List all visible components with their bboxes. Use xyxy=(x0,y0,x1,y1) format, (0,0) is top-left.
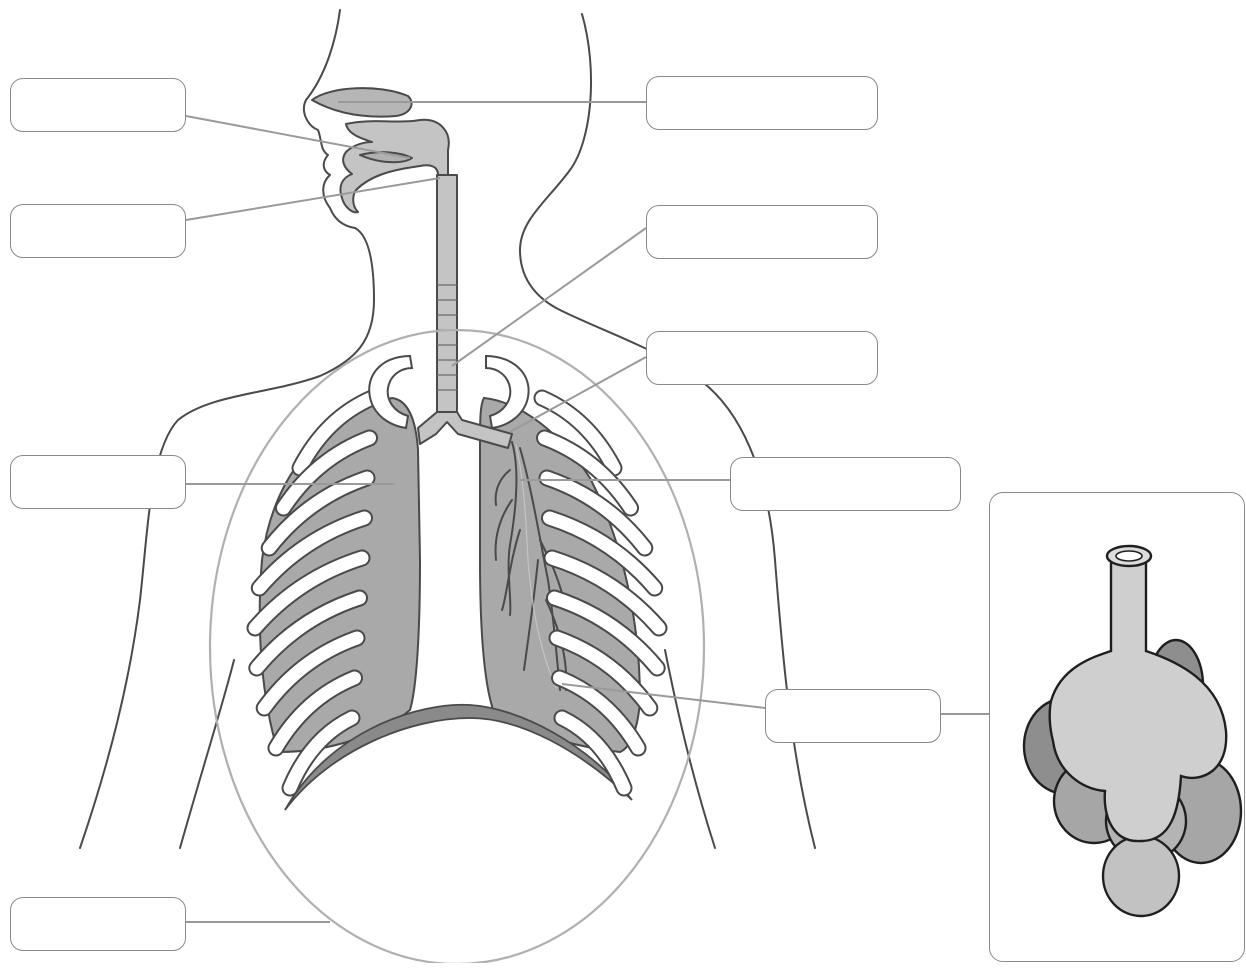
label-box-nasal-cavity[interactable] xyxy=(10,78,186,132)
alveolar-sacs xyxy=(1024,561,1241,916)
label-box-trachea[interactable] xyxy=(646,205,878,259)
leader-line-pharynx xyxy=(186,178,440,220)
alveolar-duct xyxy=(1107,546,1151,566)
label-box-lung[interactable] xyxy=(10,455,186,509)
label-box-bronchus[interactable] xyxy=(646,331,878,385)
alveoli-inset xyxy=(989,492,1245,962)
alveoli-illustration xyxy=(990,493,1246,963)
label-box-nose[interactable] xyxy=(646,76,878,130)
leader-line-trachea xyxy=(452,228,646,366)
label-box-pharynx[interactable] xyxy=(10,204,186,258)
label-box-alveoli[interactable] xyxy=(765,689,941,743)
label-box-bronchiole[interactable] xyxy=(730,457,961,511)
label-box-diaphragm[interactable] xyxy=(10,897,186,951)
